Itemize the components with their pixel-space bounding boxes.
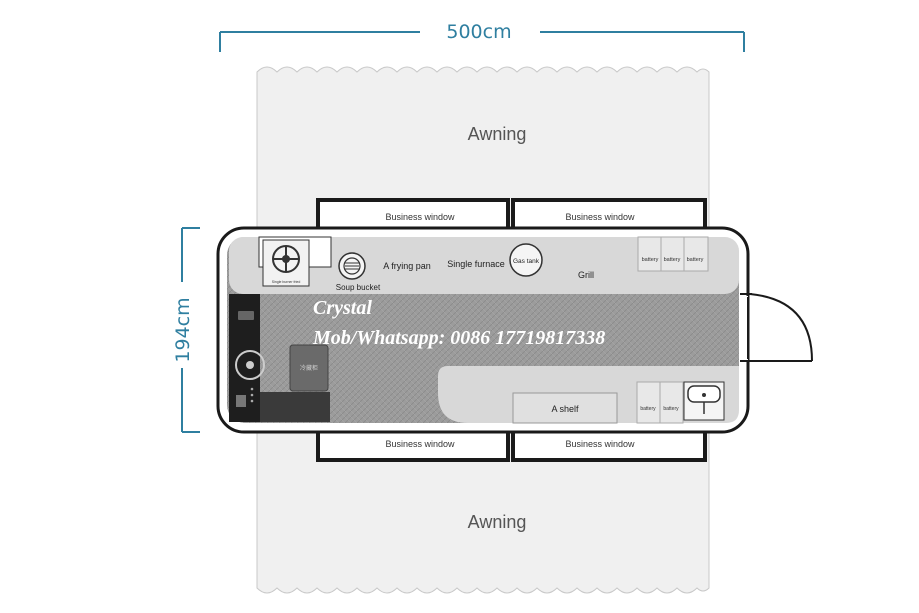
burner-label: Single burner fried <box>272 280 301 284</box>
shelf-label: A shelf <box>551 404 579 414</box>
single-furnace-label: Single furnace <box>447 259 505 269</box>
svg-text:Business window: Business window <box>385 212 455 222</box>
counter-top <box>229 237 739 294</box>
watermark-contact: Mob/Whatsapp: 0086 17719817338 <box>312 327 605 349</box>
svg-text:Business window: Business window <box>565 212 635 222</box>
battery-group-bottom: battery battery <box>636 381 684 424</box>
door <box>740 293 813 362</box>
business-window-bottom-left: Business window <box>316 428 510 462</box>
battery-label: battery <box>663 406 679 412</box>
awning-bottom-label: Awning <box>468 512 527 532</box>
soup-bucket-icon <box>338 252 366 280</box>
business-window-top-right: Business window <box>511 198 707 232</box>
height-dimension-label: 194cm <box>172 297 194 362</box>
watermark-name: Crystal <box>313 297 372 319</box>
svg-text:Business window: Business window <box>565 439 635 449</box>
soup-bucket-label: Soup bucket <box>336 283 381 292</box>
height-dimension <box>181 227 200 433</box>
battery-label: battery <box>664 257 681 263</box>
gas-tank-label: Gas tank <box>513 258 540 265</box>
awning-top <box>256 66 710 233</box>
battery-label: battery <box>687 257 704 263</box>
battery-group-top: battery battery battery <box>637 236 709 272</box>
width-dimension <box>219 31 745 52</box>
svg-text:Business window: Business window <box>385 439 455 449</box>
grill-label: Grill <box>578 270 594 280</box>
frying-pan-label: A frying pan <box>383 261 431 271</box>
gas-tank-icon <box>509 243 543 277</box>
fridge-label: 冷藏柜 <box>300 364 318 372</box>
battery-label: battery <box>640 406 656 412</box>
awning-top-label: Awning <box>468 124 527 144</box>
battery-label: battery <box>642 257 659 263</box>
shelf <box>512 392 618 424</box>
width-dimension-label: 500cm <box>446 21 511 43</box>
business-window-bottom-right: Business window <box>511 428 707 462</box>
fridge-cabinet <box>289 344 329 392</box>
sink-icon <box>683 381 725 421</box>
burner-icon <box>258 236 332 287</box>
awning-bottom <box>256 427 710 594</box>
business-window-top-left: Business window <box>316 198 510 232</box>
left-dark-panel <box>229 294 330 422</box>
